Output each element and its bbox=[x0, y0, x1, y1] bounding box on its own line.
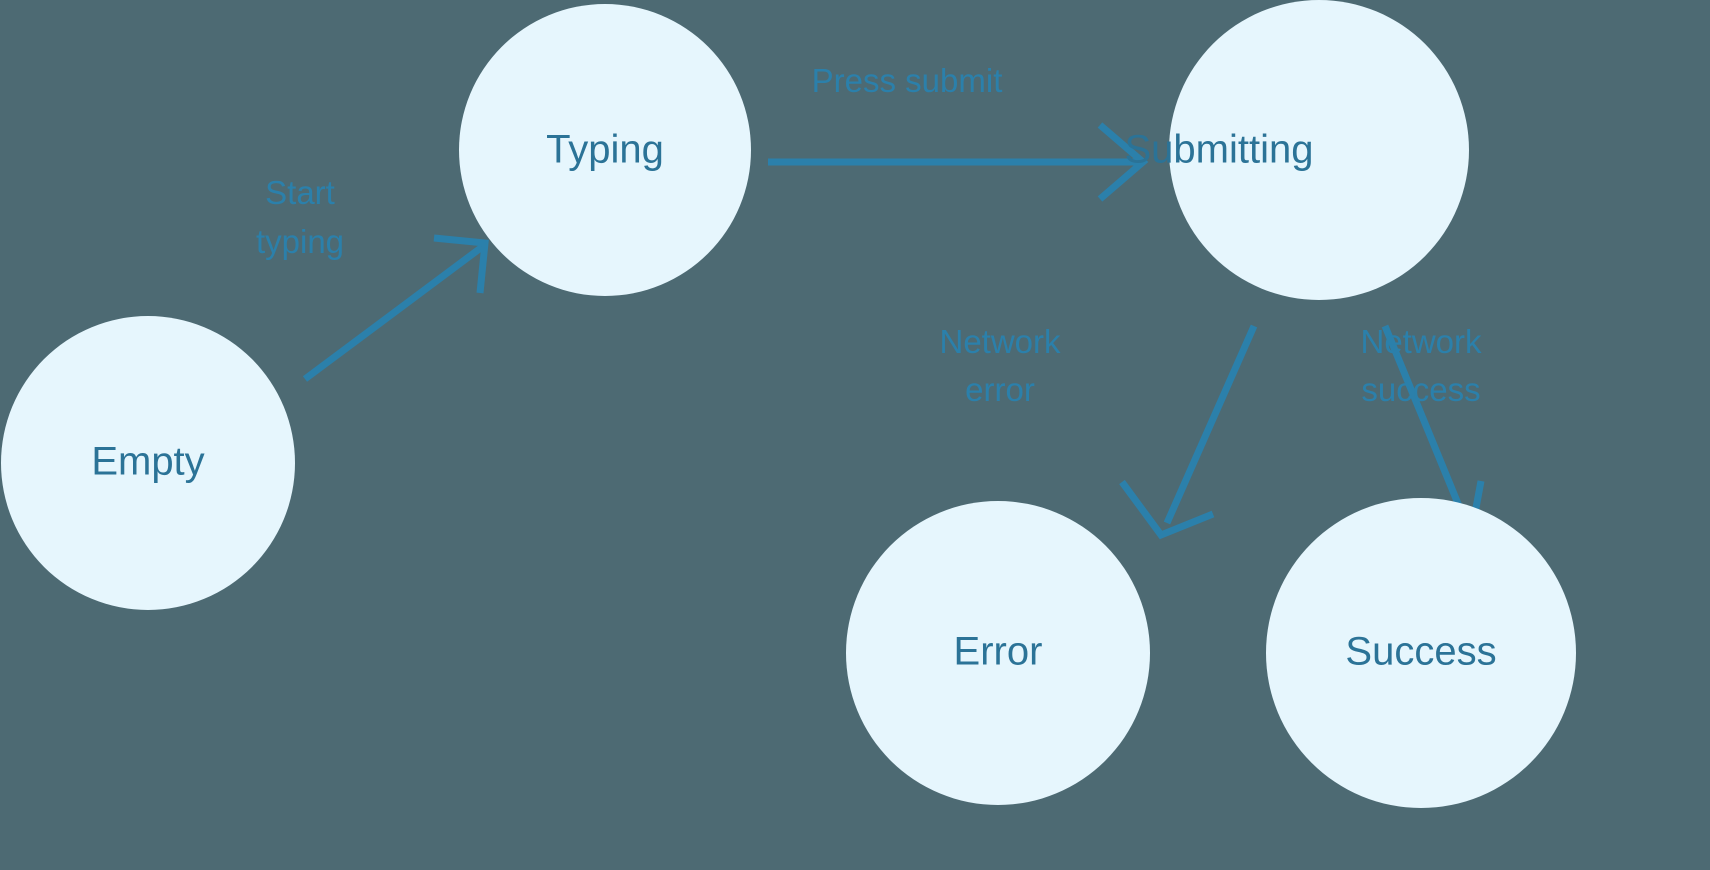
edge-submitting-to-error-line bbox=[1163, 324, 1258, 525]
edge-label-empty-to-typing-line2: typing bbox=[256, 223, 344, 260]
node-success[interactable]: Success bbox=[1266, 498, 1576, 808]
edge-submitting-to-success-line bbox=[1381, 324, 1470, 525]
node-typing[interactable]: Typing bbox=[459, 4, 751, 296]
node-error[interactable]: Error bbox=[846, 501, 1150, 805]
node-submitting-circle[interactable] bbox=[1169, 0, 1469, 300]
edge-typing-to-submitting-arrowhead bbox=[1097, 122, 1149, 202]
edge-submitting-to-error-arrowhead bbox=[1119, 479, 1215, 540]
node-success-label: Success bbox=[1345, 630, 1496, 674]
edge-empty-to-typing bbox=[302, 234, 489, 382]
edge-label-submitting-to-error: Network error bbox=[939, 323, 1061, 408]
edge-label-submitting-to-error-line2: error bbox=[965, 371, 1035, 408]
node-error-circle[interactable] bbox=[846, 501, 1150, 805]
edge-label-typing-to-submitting: Press submit bbox=[812, 62, 1003, 99]
edge-label-submitting-to-success-line2: success bbox=[1361, 371, 1480, 408]
edge-label-empty-to-typing: Start typing bbox=[256, 174, 344, 260]
node-empty-label: Empty bbox=[91, 440, 204, 484]
edge-empty-to-typing-arrowhead bbox=[433, 234, 489, 294]
node-typing-circle[interactable] bbox=[459, 4, 751, 296]
node-empty[interactable]: Empty bbox=[1, 316, 295, 610]
edge-label-submitting-to-success: Network success bbox=[1360, 323, 1482, 408]
node-empty-circle[interactable] bbox=[1, 316, 295, 610]
edge-typing-to-submitting bbox=[768, 122, 1149, 202]
node-typing-label: Typing bbox=[546, 128, 664, 172]
edge-label-typing-to-submitting-line1: Press submit bbox=[812, 62, 1003, 99]
node-submitting-label: Submitting bbox=[1125, 128, 1314, 172]
edge-submitting-to-error bbox=[1119, 324, 1258, 540]
edge-label-empty-to-typing-line1: Start bbox=[265, 174, 335, 211]
node-success-circle[interactable] bbox=[1266, 498, 1576, 808]
edge-empty-to-typing-line bbox=[302, 244, 485, 382]
node-submitting[interactable]: Submitting bbox=[1125, 0, 1469, 300]
edge-label-submitting-to-error-line1: Network bbox=[939, 323, 1061, 360]
node-error-label: Error bbox=[954, 630, 1043, 674]
edge-label-submitting-to-success-line1: Network bbox=[1360, 323, 1482, 360]
